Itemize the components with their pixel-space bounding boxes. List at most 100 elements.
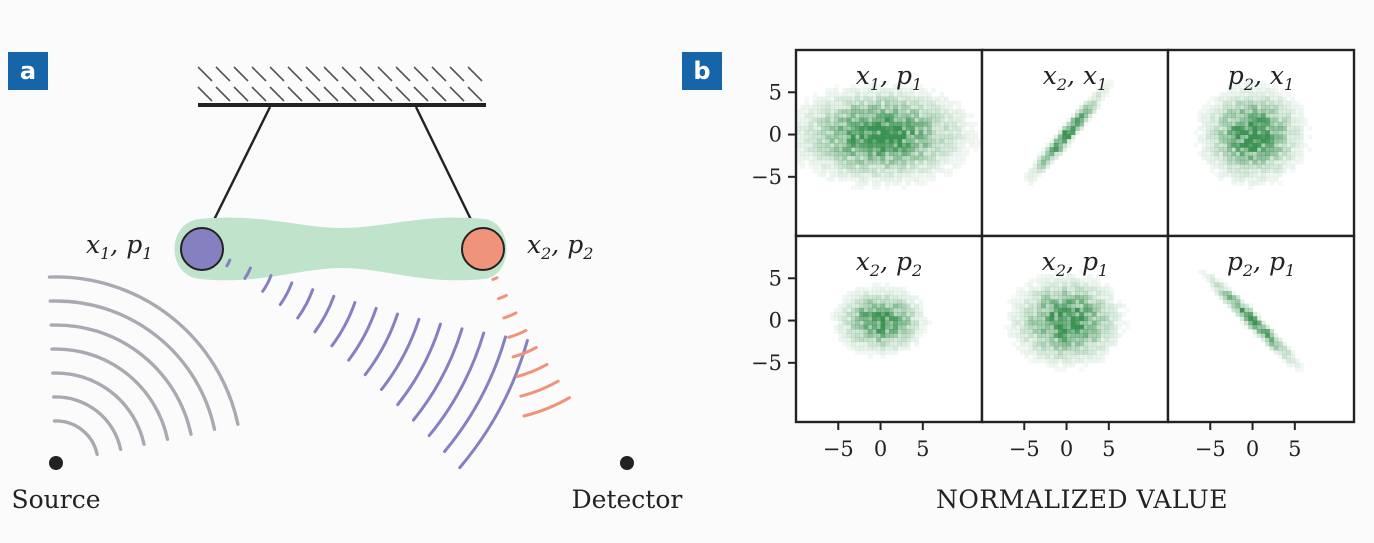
histogram-bin	[859, 143, 865, 148]
histogram-bin	[863, 121, 869, 127]
histogram-bin	[1231, 88, 1237, 93]
histogram-bin	[960, 138, 966, 144]
histogram-bin	[1231, 138, 1237, 144]
histogram-bin	[876, 96, 881, 102]
histogram-bin	[1235, 303, 1241, 309]
histogram-bin	[842, 113, 848, 119]
histogram-bin	[829, 176, 835, 182]
histogram-bin	[1273, 96, 1279, 102]
histogram-bin	[796, 147, 801, 152]
histogram-bin	[812, 147, 818, 152]
histogram-bin	[838, 109, 843, 114]
histogram-bin	[850, 185, 856, 190]
histogram-bin	[1269, 92, 1275, 97]
histogram-bin	[1096, 92, 1101, 97]
histogram-bin	[884, 286, 890, 292]
histogram-bin	[897, 83, 903, 89]
histogram-bin	[867, 345, 873, 351]
histogram-bin	[821, 151, 826, 157]
histogram-bin	[1104, 299, 1110, 305]
histogram-bin	[1066, 130, 1072, 135]
histogram-bin	[867, 138, 873, 144]
histogram-bin	[867, 143, 873, 148]
histogram-bin	[1049, 312, 1055, 317]
histogram-bin	[1058, 151, 1063, 157]
histogram-bin	[1070, 274, 1076, 279]
histogram-bin	[1256, 324, 1262, 330]
histogram-bin	[1015, 303, 1021, 309]
histogram-bin	[1075, 312, 1080, 317]
histogram-bin	[880, 333, 886, 338]
histogram-bin	[897, 337, 903, 343]
histogram-bin	[977, 138, 983, 144]
histogram-bin	[855, 307, 860, 313]
histogram-bin	[1299, 121, 1304, 127]
histogram-bin	[927, 176, 932, 182]
histogram-bin	[1222, 96, 1228, 102]
histogram-bin	[1113, 329, 1118, 334]
histogram-bin	[905, 307, 911, 313]
histogram-bin	[1231, 130, 1237, 135]
histogram-bin	[1070, 278, 1076, 283]
histogram-bin	[918, 83, 924, 89]
histogram-bin	[927, 172, 932, 178]
histogram-bin	[1248, 307, 1253, 313]
histogram-bin	[1214, 151, 1220, 157]
histogram-bin	[834, 138, 839, 144]
histogram-bin	[859, 295, 865, 300]
histogram-bin	[1070, 358, 1076, 364]
histogram-bin	[867, 134, 873, 140]
histogram-bin	[850, 320, 856, 326]
histogram-bin	[872, 130, 877, 135]
hatch-line	[197, 86, 213, 102]
histogram-bin	[1256, 172, 1262, 178]
histogram-bin	[842, 121, 848, 127]
histogram-bin	[867, 92, 873, 97]
histogram-bin	[855, 104, 860, 110]
histogram-bin	[889, 147, 894, 152]
histogram-bin	[808, 117, 814, 123]
histogram-bin	[943, 100, 949, 106]
histogram-bin	[1277, 138, 1283, 144]
histogram-bin	[1239, 155, 1245, 161]
histogram-bin	[1028, 350, 1034, 355]
histogram-bin	[1244, 113, 1249, 119]
histogram-bin	[846, 143, 852, 148]
histogram-bin	[1041, 295, 1046, 300]
histogram-bin	[889, 134, 894, 140]
histogram-bin	[829, 138, 835, 144]
histogram-bin	[825, 130, 831, 135]
histogram-bin	[1087, 312, 1093, 317]
histogram-bin	[1239, 312, 1245, 317]
histogram-bin	[829, 113, 835, 119]
histogram-bin	[1210, 282, 1215, 288]
histogram-bin	[1020, 333, 1025, 338]
histogram-bin	[1117, 299, 1122, 305]
histogram-bin	[1265, 88, 1270, 93]
histogram-bin	[1231, 307, 1237, 313]
histogram-bin	[1282, 88, 1287, 93]
histogram-bin	[846, 130, 852, 135]
histogram-bin	[1248, 316, 1253, 321]
histogram-bin	[893, 138, 898, 144]
hatch-line	[215, 66, 231, 82]
histogram-bin	[1058, 286, 1063, 292]
histogram-bin	[1256, 134, 1262, 140]
histogram-bin	[1235, 104, 1241, 110]
histogram-bin	[796, 138, 801, 144]
histogram-bin	[825, 117, 831, 123]
histogram-bin	[1062, 126, 1067, 131]
histogram-bin	[1075, 320, 1080, 326]
histogram-bin	[956, 138, 962, 144]
histogram-bin	[800, 138, 805, 144]
histogram-bin	[1269, 143, 1275, 148]
histogram-bin	[889, 312, 894, 317]
histogram-bin	[1079, 121, 1084, 127]
histogram-bin	[800, 109, 805, 114]
histogram-bin	[943, 104, 949, 110]
histogram-bin	[876, 290, 881, 296]
histogram-bin	[1058, 320, 1063, 326]
histogram-bin	[1227, 113, 1232, 119]
histogram-bin	[876, 164, 881, 169]
histogram-bin	[1273, 341, 1279, 347]
